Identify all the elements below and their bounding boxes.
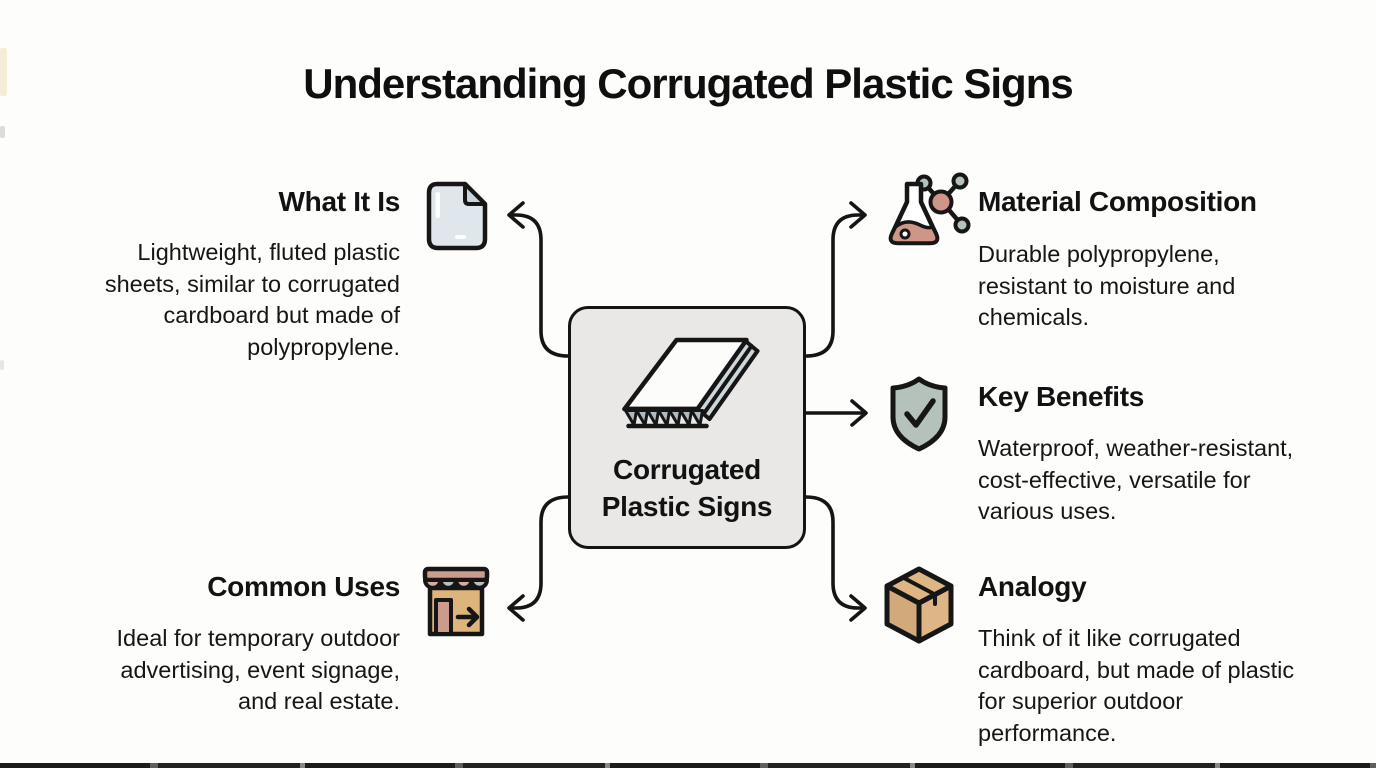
arrowhead-top-left: [507, 201, 525, 229]
central-node-label-line: Corrugated: [613, 454, 761, 485]
body-line: advertising, event signage,: [120, 656, 400, 683]
body-line: performance.: [978, 719, 1117, 746]
body-line: various uses.: [978, 498, 1117, 524]
heading-material-composition: Material Composition: [978, 186, 1257, 217]
body-line: sheets, similar to corrugated: [104, 270, 400, 297]
body-line: and real estate.: [238, 688, 400, 714]
arrowhead-middle-right: [850, 399, 868, 427]
body-line: cost-effective, versatile for: [978, 466, 1251, 493]
flask-molecule-icon: [888, 172, 971, 246]
body-line: for superior outdoor: [978, 688, 1184, 714]
arrowhead-bottom-left: [507, 594, 525, 622]
connector-top-left: [509, 213, 570, 358]
scan-artifact: [0, 126, 5, 138]
shield-check-icon: [890, 376, 948, 452]
body-key-benefits: Waterproof, weather-resistant, cost-effe…: [978, 433, 1293, 528]
central-node: Corrugated Plastic Signs: [568, 306, 806, 549]
arrowhead-top-right: [849, 201, 867, 229]
body-material-composition: Durable polypropylene, resistant to mois…: [978, 239, 1235, 334]
heading-analogy: Analogy: [978, 571, 1087, 602]
body-line: Durable polypropylene,: [978, 241, 1220, 267]
page-title: Understanding Corrugated Plastic Signs: [303, 60, 1073, 107]
body-line: resistant to moisture and: [978, 272, 1236, 299]
arrowhead-bottom-right: [849, 594, 867, 622]
storefront-icon: [422, 566, 490, 637]
corrugated-sheet-icon: [622, 337, 760, 429]
body-analogy: Think of it like corrugated cardboard, b…: [978, 623, 1294, 749]
body-line: polypropylene.: [247, 333, 400, 360]
scan-artifact: [0, 360, 4, 370]
heading-what-it-is: What It Is: [278, 186, 401, 217]
connector-top-right: [804, 213, 865, 358]
body-line: Waterproof, weather-resistant,: [978, 435, 1294, 461]
heading-common-uses: Common Uses: [207, 571, 400, 602]
cardboard-box-icon: [884, 566, 954, 644]
body-line: chemicals.: [978, 304, 1090, 330]
scan-artifact: [0, 48, 7, 96]
body-line: Think of it like corrugated: [978, 625, 1241, 651]
bottom-edge-strip: [0, 763, 1376, 768]
body-line: cardboard, but made of plastic: [978, 656, 1295, 683]
connector-bottom-left: [509, 495, 570, 610]
body-line: cardboard but made of: [163, 302, 400, 328]
body-line: Lightweight, fluted plastic: [137, 239, 400, 265]
heading-key-benefits: Key Benefits: [978, 381, 1145, 412]
central-node-label-line: Plastic Signs: [601, 491, 773, 522]
connector-bottom-right: [804, 495, 865, 610]
body-common-uses: Ideal for temporary outdoor advertising,…: [117, 623, 400, 718]
body-what-it-is: Lightweight, fluted plastic sheets, simi…: [105, 237, 400, 363]
body-line: Ideal for temporary outdoor: [116, 625, 400, 651]
document-icon: [426, 181, 488, 251]
